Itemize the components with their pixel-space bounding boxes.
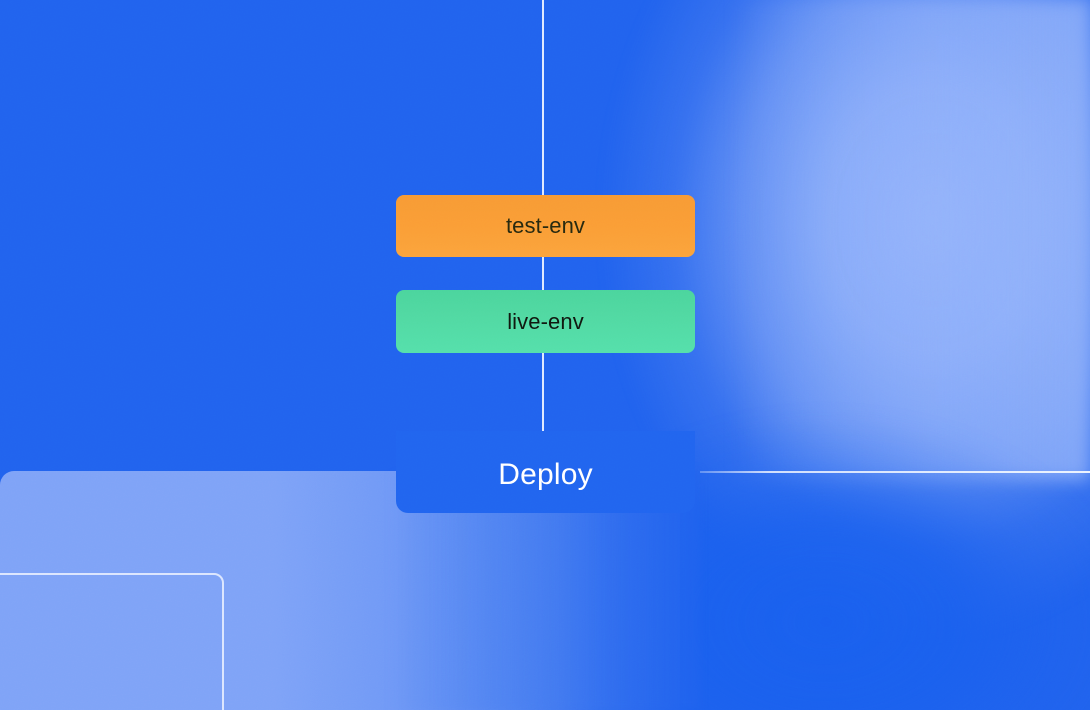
- outlined-rectangle: [0, 573, 224, 710]
- deploy-panel[interactable]: Deploy: [396, 431, 695, 513]
- environment-label-live-env: live-env: [507, 308, 584, 334]
- environment-button-live-env[interactable]: live-env: [396, 290, 695, 353]
- divider-line: [700, 471, 1090, 473]
- environment-label-test-env: test-env: [505, 213, 586, 238]
- environment-button-test-env[interactable]: test-env: [396, 195, 695, 257]
- deploy-button-label: Deploy: [498, 457, 593, 491]
